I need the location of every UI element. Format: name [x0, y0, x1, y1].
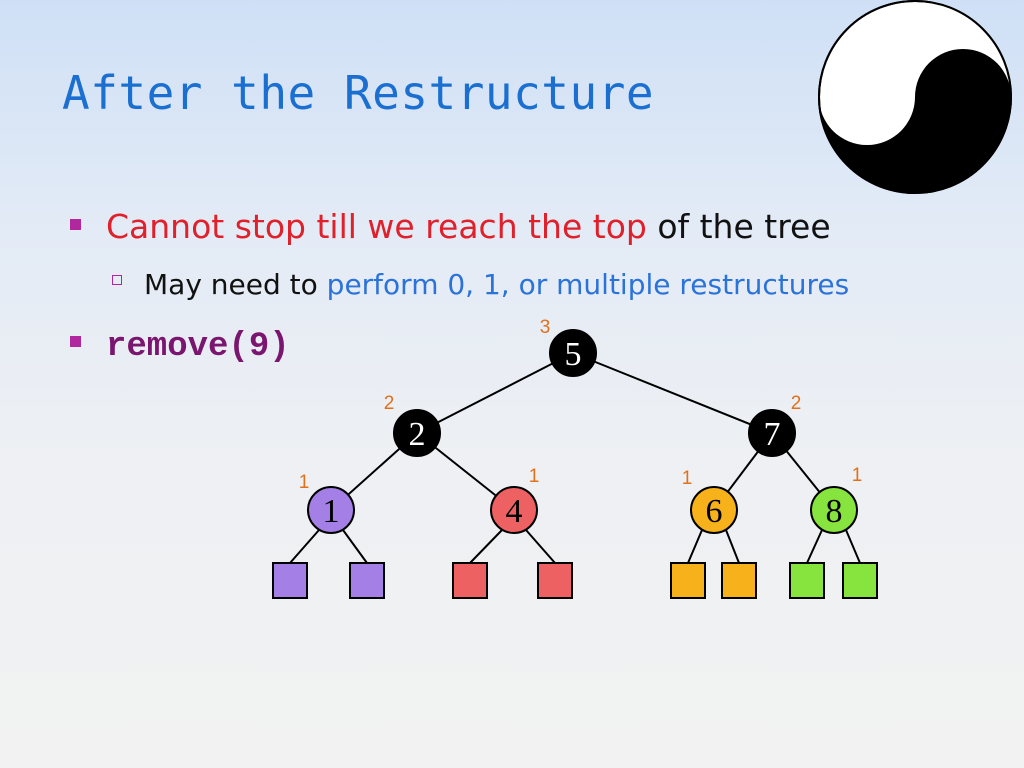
bullet-1-rest: of the tree — [646, 207, 831, 246]
bullet-3-code: remove(9) — [106, 328, 290, 366]
leaf-edge — [687, 529, 703, 564]
leaf-edge — [342, 529, 368, 564]
null-leaf-square — [537, 562, 573, 599]
tree-node-key: 4 — [506, 493, 523, 530]
tree-node-height: 1 — [682, 468, 693, 489]
tree-node-5 — [549, 329, 597, 377]
tree-node-7 — [748, 409, 796, 457]
null-leaf-square — [349, 562, 385, 599]
bullet-2: May need to perform 0, 1, or multiple re… — [112, 268, 849, 301]
null-leaf-square — [272, 562, 308, 599]
slide-title: After the Restructure — [62, 66, 655, 120]
tree-node-height: 2 — [384, 393, 395, 414]
null-leaf-square — [842, 562, 878, 599]
null-leaf-square — [789, 562, 825, 599]
tree-edge — [416, 352, 574, 434]
tree-node-key: 6 — [706, 493, 723, 530]
tree-node-height: 1 — [299, 472, 310, 493]
tree-node-key: 2 — [409, 416, 426, 453]
tree-node-1 — [307, 486, 355, 534]
tree-node-key: 1 — [323, 493, 340, 530]
tree-node-height: 2 — [791, 393, 802, 414]
bullet-2-highlight: perform 0, 1, or multiple restructures — [326, 268, 850, 301]
bullet-1: Cannot stop till we reach the top of the… — [70, 207, 831, 246]
tree-node-4 — [490, 486, 538, 534]
tree-node-8 — [810, 486, 858, 534]
bullet-3: remove(9) — [70, 324, 290, 366]
sub-bullet-marker — [112, 275, 122, 285]
tree-node-height: 1 — [852, 465, 863, 486]
bullet-2-prefix: May need to — [144, 268, 327, 301]
bullet-1-highlight: Cannot stop till we reach the top — [106, 207, 647, 246]
null-leaf-square — [670, 562, 706, 599]
tree-node-key: 5 — [565, 336, 582, 373]
null-leaf-square — [721, 562, 757, 599]
tree-node-height: 1 — [529, 466, 540, 487]
tree-node-key: 8 — [826, 493, 843, 530]
tree-node-height: 3 — [540, 317, 551, 338]
tree-node-6 — [690, 486, 738, 534]
leaf-edge — [845, 529, 861, 564]
null-leaf-square — [452, 562, 488, 599]
leaf-edge — [289, 529, 320, 564]
leaf-edge — [806, 529, 823, 564]
tree-node-key: 7 — [764, 416, 781, 453]
bullet-marker — [70, 219, 81, 230]
tree-edge — [572, 352, 773, 434]
yin-yang-icon — [818, 0, 1012, 194]
leaf-edge — [725, 529, 740, 564]
leaf-edge — [469, 529, 503, 564]
bullet-marker — [70, 336, 81, 347]
leaf-edge — [525, 529, 556, 564]
tree-node-2 — [393, 409, 441, 457]
